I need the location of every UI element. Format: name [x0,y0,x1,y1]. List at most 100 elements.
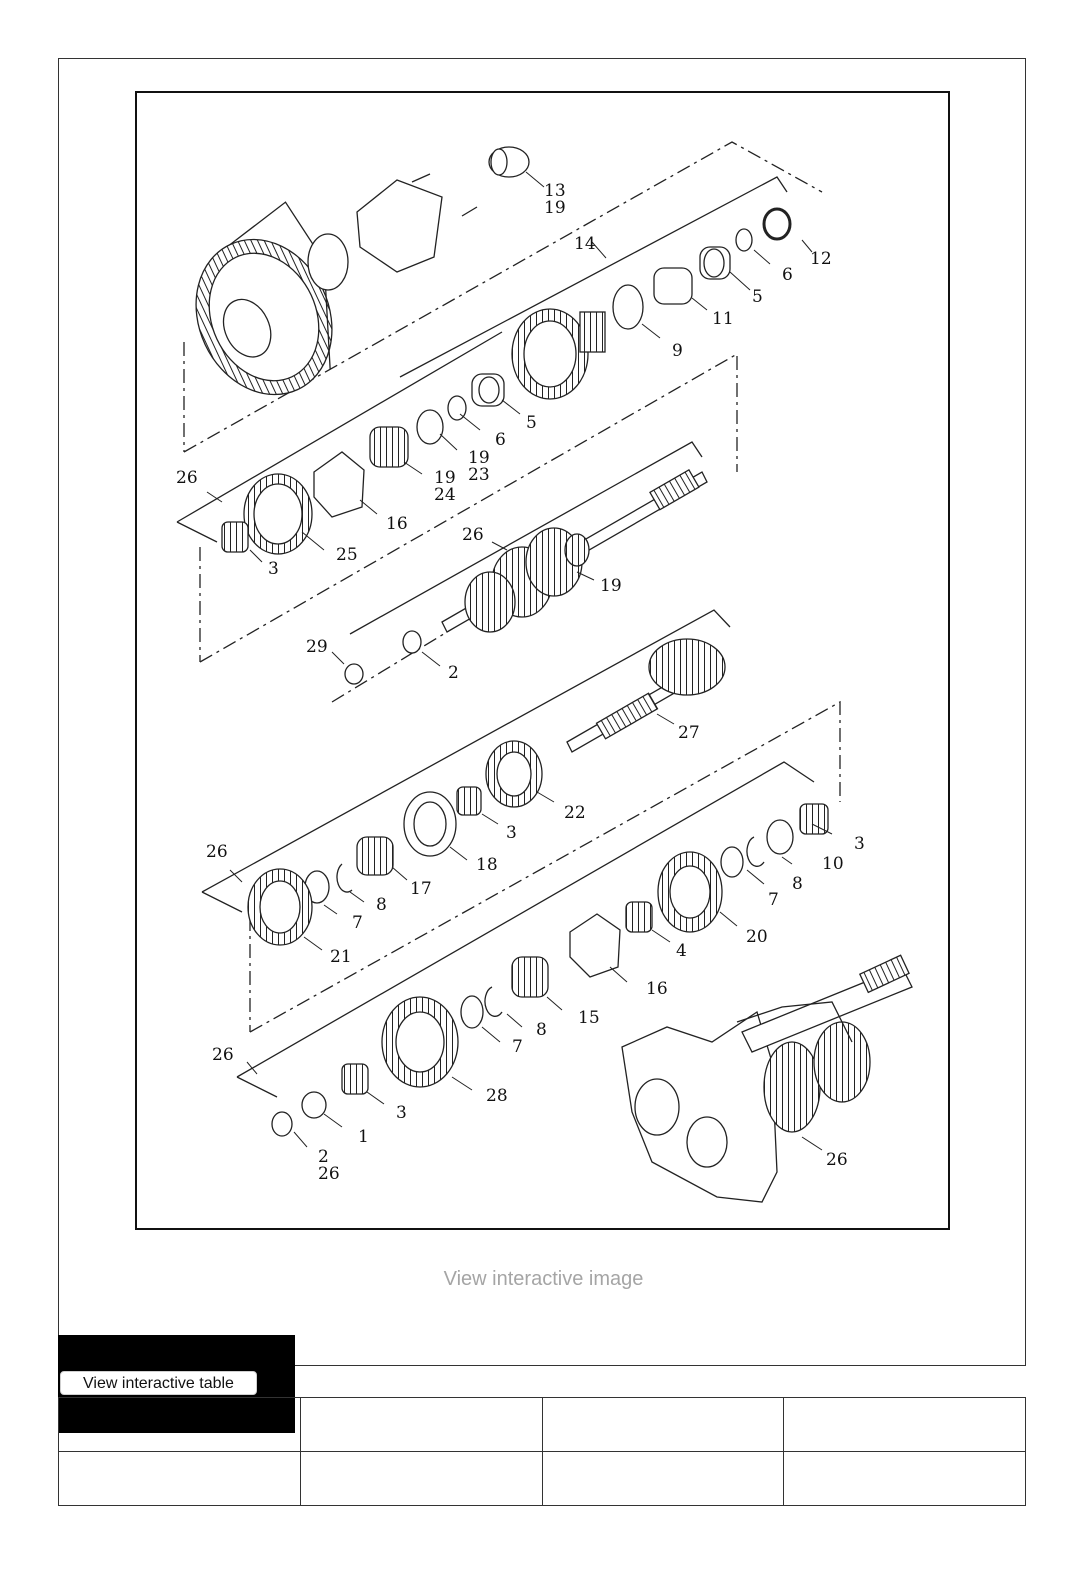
table-row [58,1397,1026,1452]
page-frame [58,58,1026,1366]
callout-label: 3 [268,559,279,579]
callout-label: 3 [854,834,865,854]
needle-cage-3 [221,521,249,553]
callout-label: 5 [526,413,537,433]
callout-label: 1 [358,1127,369,1147]
callout-label: 2 [448,663,459,683]
callout-label: 12 [810,249,832,269]
assembly-axis-line [183,141,823,453]
leader-line [206,171,833,1151]
washer-1 [301,1091,327,1119]
callout-label: 19 [434,468,456,488]
needle-bearing-17 [356,836,394,876]
callout-label: 24 [434,485,456,505]
group-bracket [201,609,731,893]
table-cell [299,1397,543,1452]
clutch-drum [195,201,333,396]
table-cell [783,1451,1026,1506]
needle-bearing-19-24 [369,426,409,468]
callout-label: 8 [792,874,803,894]
gearbox-assembly [621,954,913,1203]
callout-label: 6 [782,265,793,285]
sleeve-16b [569,913,621,978]
callout-label: 16 [646,979,668,999]
nut-2b [271,1111,293,1137]
needle-cage-3d [341,1063,369,1095]
table-row [58,1451,1026,1506]
group-bracket [236,1076,278,1098]
ring-9 [612,284,644,330]
callout-label: 26 [212,1045,234,1065]
callout-label: 5 [752,287,763,307]
bushing-11 [653,267,693,305]
view-interactive-image-link[interactable]: View interactive image [443,1268,644,1290]
callout-label: 8 [376,895,387,915]
callout-label: 6 [495,430,506,450]
table-cell [541,1451,785,1506]
group-bracket [349,441,703,635]
needle-cage-3b [456,786,482,816]
callout-label: 26 [462,525,484,545]
callout-label: 10 [822,854,844,874]
table-cell [58,1397,301,1452]
callout-label: 2 [318,1147,329,1167]
callout-label: 25 [336,545,358,565]
group-bracket [201,891,243,913]
view-interactive-table-button[interactable]: View interactive table [60,1371,257,1395]
table-cell [58,1451,301,1506]
group-bracket [399,176,788,378]
circlip-8c [484,986,503,1017]
callout-label: 17 [410,879,432,899]
washer-19 [416,409,444,445]
callout-label: 26 [318,1164,340,1184]
washer-10 [766,819,794,855]
callout-label: 7 [768,890,779,910]
callout-label: 16 [386,514,408,534]
callout-label: 26 [176,468,198,488]
callout-label: 8 [536,1020,547,1040]
callout-label: 15 [578,1008,600,1028]
circlip-8b [746,836,765,867]
callout-label: 26 [826,1150,848,1170]
callout-label: 20 [746,927,768,947]
needle-cage-3c [799,803,829,835]
table-cell [541,1397,785,1452]
parts-table [58,1397,1026,1506]
table-cell [783,1397,1026,1452]
callout-label: 7 [352,913,363,933]
callout-label: 27 [678,723,700,743]
nut-2 [402,630,422,654]
output-shaft [441,468,708,633]
needle-bearing-15 [511,956,549,998]
retainer [307,233,349,291]
assembly-axis-line [249,700,841,1033]
washer-7c [460,995,484,1029]
screw [411,173,478,217]
callout-label: 7 [512,1037,523,1057]
washer-7b [720,846,744,878]
callout-label: 9 [672,341,683,361]
callout-label: 13 [544,181,566,201]
group-bracket [176,521,218,543]
circlip-8 [336,863,353,893]
table-cell [299,1451,543,1506]
diagram-canvas: 1319141265119561923192416262532619292272… [176,141,913,1203]
nut-29 [344,663,364,685]
callout-label: 28 [486,1086,508,1106]
callout-label: 19 [468,448,490,468]
input-shaft-27 [566,638,726,753]
group-bracket [176,331,503,523]
callout-label: 21 [330,947,352,967]
callout-label: 4 [676,941,687,961]
circlip-6b [447,395,467,421]
bearing-12 [762,207,792,241]
callout-label: 22 [564,803,586,823]
needle-cage-4 [625,901,653,933]
callout-label: 19 [544,198,566,218]
callout-label: 3 [396,1103,407,1123]
bearing-plate [356,179,443,273]
sleeve-16 [313,451,365,518]
callout-label: 11 [712,309,734,329]
callout-label: 18 [476,855,498,875]
